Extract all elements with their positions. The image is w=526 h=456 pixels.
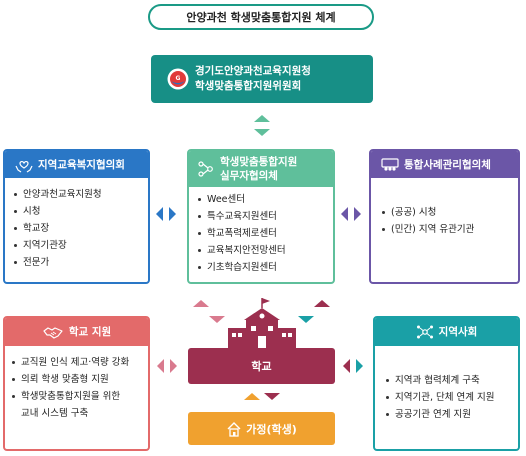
arrow-right-midright <box>354 207 361 221</box>
svg-text:G: G <box>176 75 181 82</box>
list-item: 학교폭력제로센터 <box>197 225 333 242</box>
committee-line1: 경기도안양과천교육지원청 <box>195 65 311 77</box>
arrow-school-downleft <box>209 316 225 323</box>
arrow-left-support <box>157 359 164 373</box>
community-title: 지역사회 <box>438 326 478 338</box>
list-item: 지역기관장 <box>13 237 148 254</box>
people-heart-icon <box>15 160 33 172</box>
school-building-icon <box>228 298 296 350</box>
arrow-up-committee <box>254 115 270 122</box>
list-item: 학생맞춤통합지원을 위한 <box>11 388 148 405</box>
home-label: 가정(학생) <box>246 422 297 436</box>
school-box: 학교 <box>188 348 335 384</box>
list-item: 지역과 협력체계 구축 <box>385 372 518 389</box>
handshake-icon <box>43 327 63 339</box>
regional-welfare-council-card: 지역교육복지협의회 안양과천교육지원청 시청 학교장 지역기관장 전문가 <box>3 149 150 284</box>
arrow-down-home <box>264 393 280 400</box>
school-support-title: 학교 지원 <box>68 326 112 338</box>
network-people-icon <box>198 161 213 177</box>
case-management-council-card: 통합사례관리협의체 (공공) 시청 (민간) 지역 유관기관 <box>369 149 520 284</box>
list-item: 교육복지안전망센터 <box>197 242 333 259</box>
meeting-people-icon <box>381 157 399 171</box>
arrow-right-region <box>356 359 363 373</box>
list-item: 특수교육지원센터 <box>197 208 333 225</box>
practitioner-council-card: 학생맞춤통합지원 실무자협의체 Wee센터 특수교육지원센터 학교폭력제로센터 … <box>187 149 335 284</box>
arrow-school-upright <box>314 300 330 307</box>
arrow-down-committee <box>254 129 270 136</box>
committee-box: G 경기도안양과천교육지원청 학생맞춤통합지원위원회 <box>151 55 373 103</box>
arrow-left-midright <box>341 207 348 221</box>
list-item: 시청 <box>13 203 148 220</box>
arrow-right-leftmid <box>169 207 176 221</box>
list-item: (민간) 지역 유관기관 <box>381 221 518 238</box>
list-item: 교직원 인식 제고·역량 강화 <box>11 354 148 371</box>
arrow-school-upleft <box>193 300 209 307</box>
arrow-right-support <box>170 359 177 373</box>
left-card-title: 지역교육복지협의회 <box>38 158 125 171</box>
mid-card-title-line1: 학생맞춤통합지원 <box>220 156 298 168</box>
list-item: 안양과천교육지원청 <box>13 186 148 203</box>
committee-line2: 학생맞춤통합지원위원회 <box>195 80 302 92</box>
list-item: 지역기관, 단체 연계 지원 <box>385 389 518 406</box>
list-item: 의뢰 학생 맞춤형 지원 <box>11 371 148 388</box>
school-support-continuation: 교내 시스템 구축 <box>21 408 89 419</box>
list-item: 학교장 <box>13 220 148 237</box>
mid-card-title-line2: 실무자협의체 <box>220 170 278 182</box>
school-support-card: 학교 지원 교직원 인식 제고·역량 강화 의뢰 학생 맞춤형 지원 학생맞춤통… <box>3 316 150 451</box>
community-network-icon <box>416 325 433 339</box>
arrow-left-leftmid <box>156 207 163 221</box>
gyeonggi-education-logo-icon: G <box>167 68 189 90</box>
arrow-left-region <box>343 359 350 373</box>
list-item: 전문가 <box>13 254 148 271</box>
school-label: 학교 <box>251 360 272 373</box>
list-item: 기초학습지원센터 <box>197 259 333 276</box>
community-card: 지역사회 지역과 협력체계 구축 지역기관, 단체 연계 지원 공공기관 연계 … <box>373 316 520 451</box>
right-card-title: 통합사례관리협의체 <box>404 158 491 171</box>
list-item: 공공기관 연계 지원 <box>385 406 518 423</box>
home-box: 가정(학생) <box>188 412 335 445</box>
arrow-up-home <box>244 393 260 400</box>
list-item: (공공) 시청 <box>381 204 518 221</box>
list-item: Wee센터 <box>197 191 333 208</box>
diagram-title: 안양과천 학생맞춤통합지원 체계 <box>148 4 374 30</box>
arrow-school-downright <box>298 316 314 323</box>
house-icon <box>227 421 241 437</box>
